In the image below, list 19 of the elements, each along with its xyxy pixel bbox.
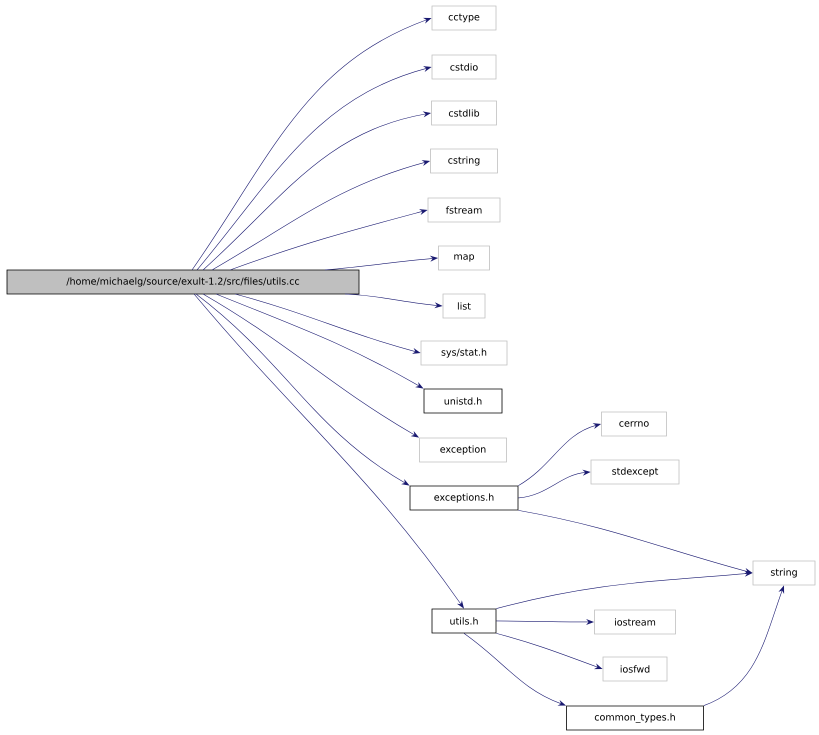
file-box: stdexcept — [590, 460, 680, 484]
file-box: fstream — [428, 198, 500, 222]
file-box: utils.h — [432, 608, 496, 634]
file-box: cctype — [432, 6, 496, 30]
file-box: map — [438, 246, 490, 270]
file-box: exceptions.h — [410, 486, 518, 510]
file-box: /home/michaelg/source/exult-1.2/src/files/utils.cc — [6, 270, 360, 294]
file-box: list — [442, 294, 486, 318]
file-box: iostream — [594, 610, 676, 634]
file-box: cerrno — [601, 412, 667, 436]
file-box: exception — [419, 438, 507, 462]
file-box: string — [752, 560, 816, 586]
file-box: unistd.h — [424, 388, 502, 414]
file-box: common_types.h — [566, 706, 704, 730]
file-box: iosfwd — [602, 656, 668, 682]
file-box: cstring — [430, 148, 498, 174]
file-box: cstdlib — [431, 100, 497, 126]
file-box: sys/stat.h — [420, 340, 508, 366]
file-box: cstdio — [432, 54, 496, 80]
